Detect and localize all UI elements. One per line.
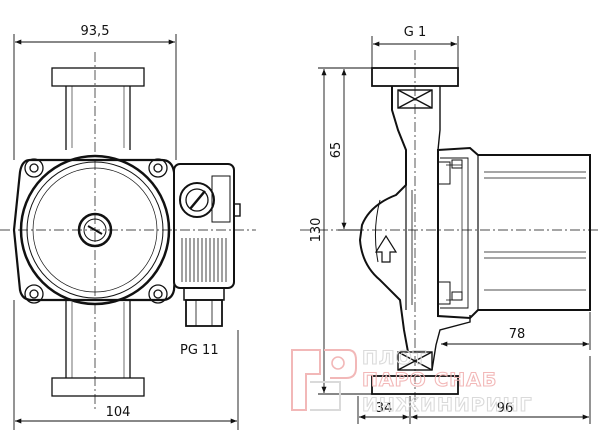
side-centerlines: [300, 50, 600, 412]
dim-motor-depth: 78: [509, 327, 526, 342]
watermark-line1: ПЛОТ: [362, 347, 427, 369]
front-dimensions: [13, 34, 239, 430]
label-cable-gland: PG 11: [180, 343, 219, 358]
dim-thread: G 1: [404, 25, 426, 40]
dim-bottom-width: 104: [106, 405, 131, 420]
front-centerlines: [0, 52, 256, 412]
watermark-line2: ПАРО СНАБ: [362, 369, 497, 391]
dim-flange-offset: 34: [376, 401, 393, 416]
watermark-line3: ИНЖИНИРИНГ: [362, 394, 533, 416]
dim-total-height: 130: [309, 218, 324, 243]
watermark-logo: ПЛОТ ПАРО СНАБ ИНЖИНИРИНГ: [291, 346, 533, 417]
dim-body-depth: 96: [497, 401, 514, 416]
dim-half-height: 65: [329, 142, 344, 159]
side-view: [358, 67, 591, 395]
dim-top-width: 93,5: [81, 24, 110, 39]
side-dimensions: [318, 36, 591, 424]
